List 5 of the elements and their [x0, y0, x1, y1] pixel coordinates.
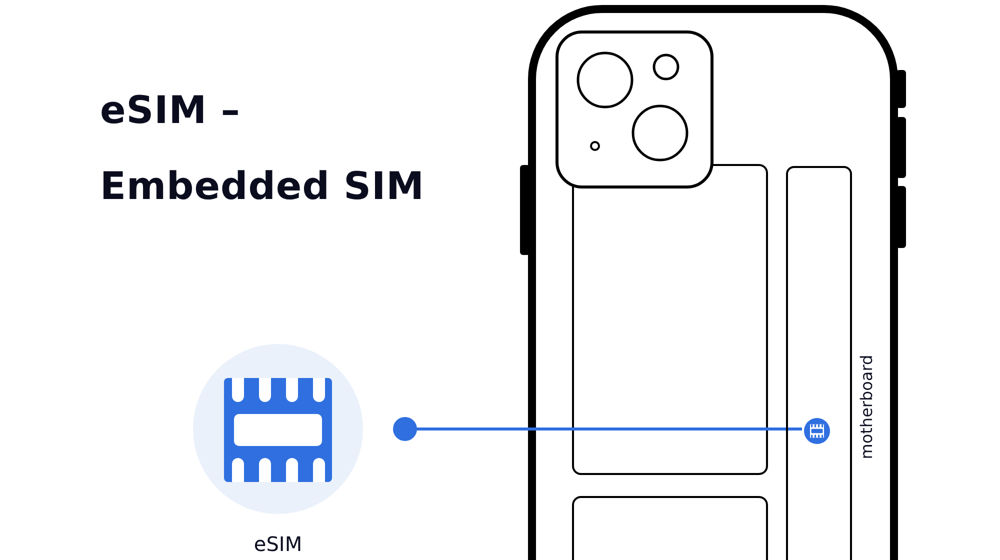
title: eSIM – Embedded SIM — [100, 87, 426, 210]
node-label: eSIM — [252, 531, 304, 557]
chip-marker — [804, 418, 830, 444]
rotated-label: motherboard — [856, 354, 877, 462]
connector-line — [393, 417, 802, 441]
